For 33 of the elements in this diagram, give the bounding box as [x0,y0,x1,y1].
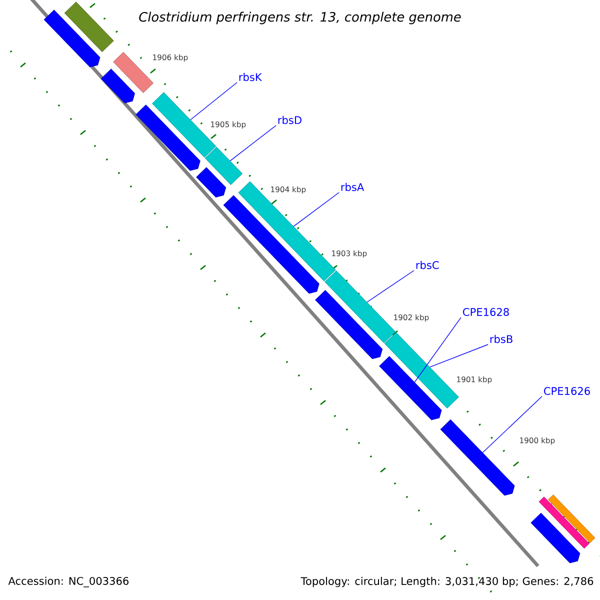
gene-label: CPE1626 [544,387,590,395]
leader-line [293,192,340,227]
leader-line [482,396,542,453]
gene-segment [379,356,442,420]
leader-line [414,317,462,382]
gene-label: rbsB [490,334,512,344]
gene-label: rbsD [278,116,302,124]
gene-segment [136,104,200,171]
gene-bar [204,146,243,185]
gene-segment [315,290,383,360]
gene-segment [223,195,320,294]
gene-label: rbsK [239,72,262,82]
gene-label: rbsC [416,260,439,270]
leader-line [430,344,488,368]
leader-line [366,270,414,302]
gene-bar [548,494,596,544]
gene-bar [538,496,590,549]
genome-info-text: Topology: circular; Length: 3,031,430 bp; Genes: 2,786 [300,576,594,588]
accession-text: Accession: NC_003366 [8,576,129,588]
gene-label: rbsA [341,182,364,192]
gene-segment [530,512,580,564]
leader-line [230,125,276,162]
title: Clostridium perfringens str. 13, complete genome [137,10,463,26]
gene-label: CPE1628 [463,308,509,316]
gene-segment [44,10,100,68]
leader-line [190,82,238,120]
gene-segment [100,68,135,104]
gene-bar [64,2,114,52]
gene-bar [384,332,459,408]
gene-segment [196,167,226,198]
gene-segment [440,419,515,496]
gene-bar [113,52,154,94]
gene-bar [324,270,396,344]
